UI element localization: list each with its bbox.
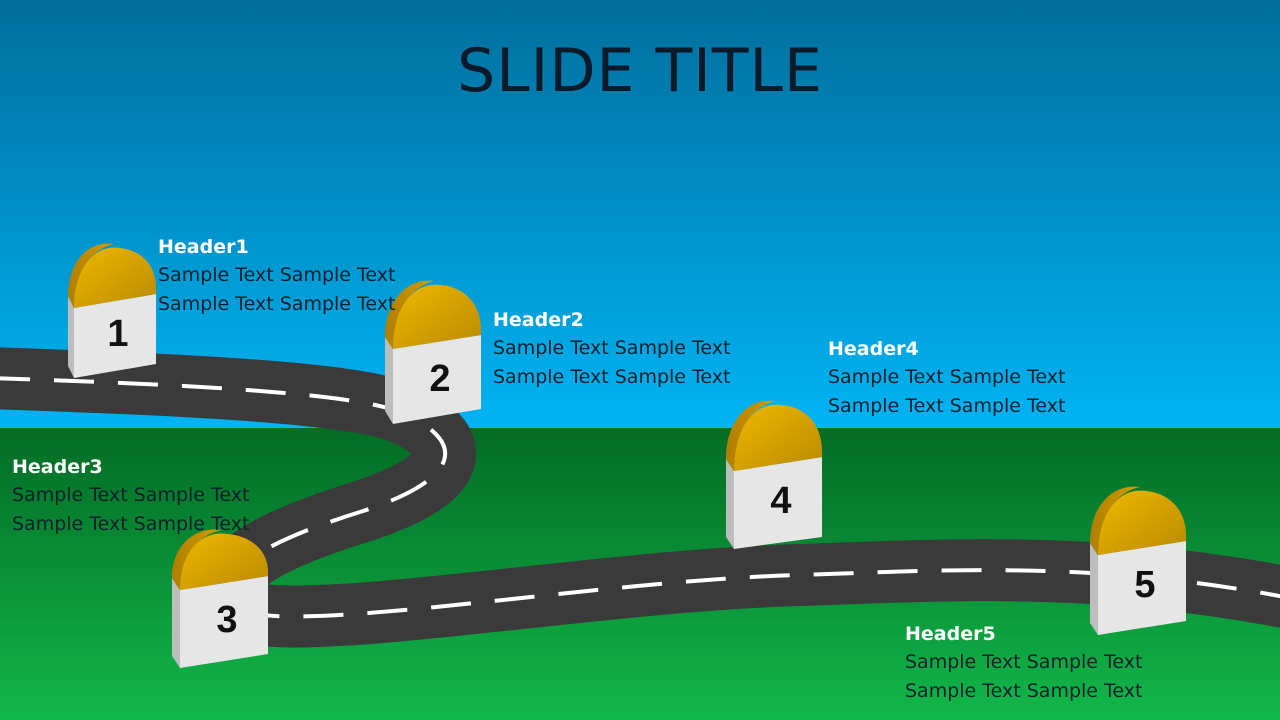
milestone-header: Header2: [493, 309, 584, 331]
milestone-stone-4: 4: [726, 400, 823, 549]
milestone-number: 5: [1134, 564, 1155, 606]
milestone-text-line: Sample Text Sample Text: [158, 293, 396, 315]
milestone-text-line: Sample Text Sample Text: [12, 484, 250, 506]
milestone-header: Header1: [158, 236, 249, 258]
milestone-text-2: Header2 Sample Text Sample Text Sample T…: [493, 306, 793, 392]
milestone-stone-2: 2: [385, 280, 482, 424]
milestone-text-line: Sample Text Sample Text: [828, 366, 1066, 388]
milestone-text-5: Header5 Sample Text Sample Text Sample T…: [905, 620, 1205, 706]
milestone-text-line: Sample Text Sample Text: [158, 264, 396, 286]
road-center-line: [0, 376, 1280, 619]
slide-title: SLIDE TITLE: [457, 36, 823, 106]
milestone-text-4: Header4 Sample Text Sample Text Sample T…: [828, 335, 1128, 421]
milestone-header: Header4: [828, 338, 919, 360]
milestone-header: Header5: [905, 623, 996, 645]
milestone-number: 4: [770, 480, 791, 522]
milestone-number: 1: [107, 313, 128, 355]
milestone-number: 3: [216, 599, 237, 641]
milestone-number: 2: [429, 358, 450, 400]
milestone-text-line: Sample Text Sample Text: [493, 337, 731, 359]
milestone-text-line: Sample Text Sample Text: [493, 366, 731, 388]
milestone-text-line: Sample Text Sample Text: [828, 395, 1066, 417]
milestone-text-line: Sample Text Sample Text: [905, 680, 1143, 702]
milestone-stone-1: 1: [68, 243, 157, 378]
milestone-text-line: Sample Text Sample Text: [905, 651, 1143, 673]
milestone-text-1: Header1 Sample Text Sample Text Sample T…: [158, 233, 458, 319]
milestone-text-line: Sample Text Sample Text: [12, 513, 250, 535]
milestone-text-3: Header3 Sample Text Sample Text Sample T…: [12, 453, 312, 539]
milestone-header: Header3: [12, 456, 103, 478]
milestone-stone-3: 3: [172, 529, 269, 668]
milestone-stone-5: 5: [1090, 486, 1187, 635]
